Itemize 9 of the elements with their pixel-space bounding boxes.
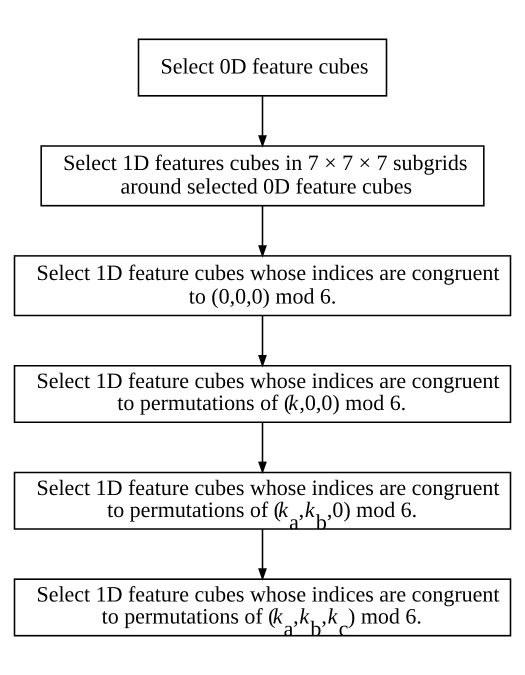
node-box: Select 0D feature cubes [138,38,388,97]
arrow [258,206,267,258]
arrow [258,530,267,581]
node-box: Select 1D feature cubes whose indices are congruent to permutations of (k,0,0) mod 6. [14,364,512,424]
arrow [258,422,267,474]
arrow [258,96,267,148]
node-box: Select 1D features cubes in 7 × 7 × 7 subgrids around selected 0D feature cubes [40,145,485,206]
node-box: Select 1D feature cubes whose indices are congruent to (0,0,0) mod 6. [14,255,512,316]
arrow [258,316,267,368]
